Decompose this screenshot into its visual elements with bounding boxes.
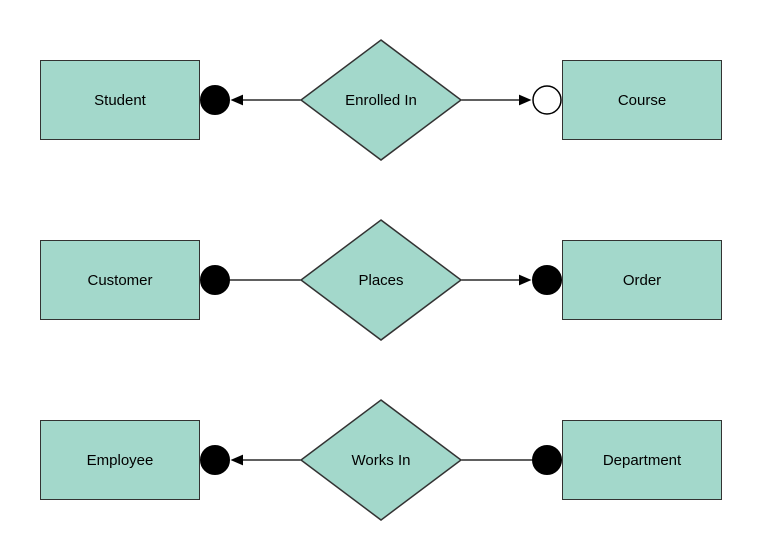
connector-student-enrolledin — [200, 85, 301, 115]
entity-label: Student — [94, 91, 146, 109]
entity-label: Order — [622, 271, 662, 289]
arrowhead-left-icon — [230, 94, 243, 106]
connector-places-order — [461, 265, 562, 295]
entity-department[interactable]: Department — [562, 420, 722, 500]
arrowhead-left-icon — [230, 454, 243, 466]
entity-employee[interactable]: Employee — [40, 420, 200, 500]
arrowhead-right-icon — [519, 274, 532, 286]
relationship-diamond-places[interactable] — [299, 219, 463, 341]
filled-circle-marker — [200, 445, 230, 475]
filled-circle-marker — [532, 445, 562, 475]
entity-student[interactable]: Student — [40, 60, 200, 140]
entity-label: Employee — [86, 451, 154, 469]
open-circle-marker — [532, 85, 562, 115]
arrowhead-right-icon — [519, 94, 532, 106]
filled-circle-marker — [200, 85, 230, 115]
entity-label: Customer — [87, 271, 153, 289]
entity-label: Department — [602, 451, 682, 469]
connector-enrolledin-course — [461, 85, 562, 115]
connector-employee-worksin — [200, 445, 301, 475]
entity-course[interactable]: Course — [562, 60, 722, 140]
relationship-diamond-works-in[interactable] — [299, 399, 463, 521]
entity-label: Course — [617, 91, 667, 109]
filled-circle-marker — [532, 265, 562, 295]
entity-order[interactable]: Order — [562, 240, 722, 320]
relationship-diamond-enrolled-in[interactable] — [299, 39, 463, 161]
connector-customer-places — [200, 265, 301, 295]
entity-customer[interactable]: Customer — [40, 240, 200, 320]
connector-worksin-department — [461, 445, 562, 475]
filled-circle-marker — [200, 265, 230, 295]
